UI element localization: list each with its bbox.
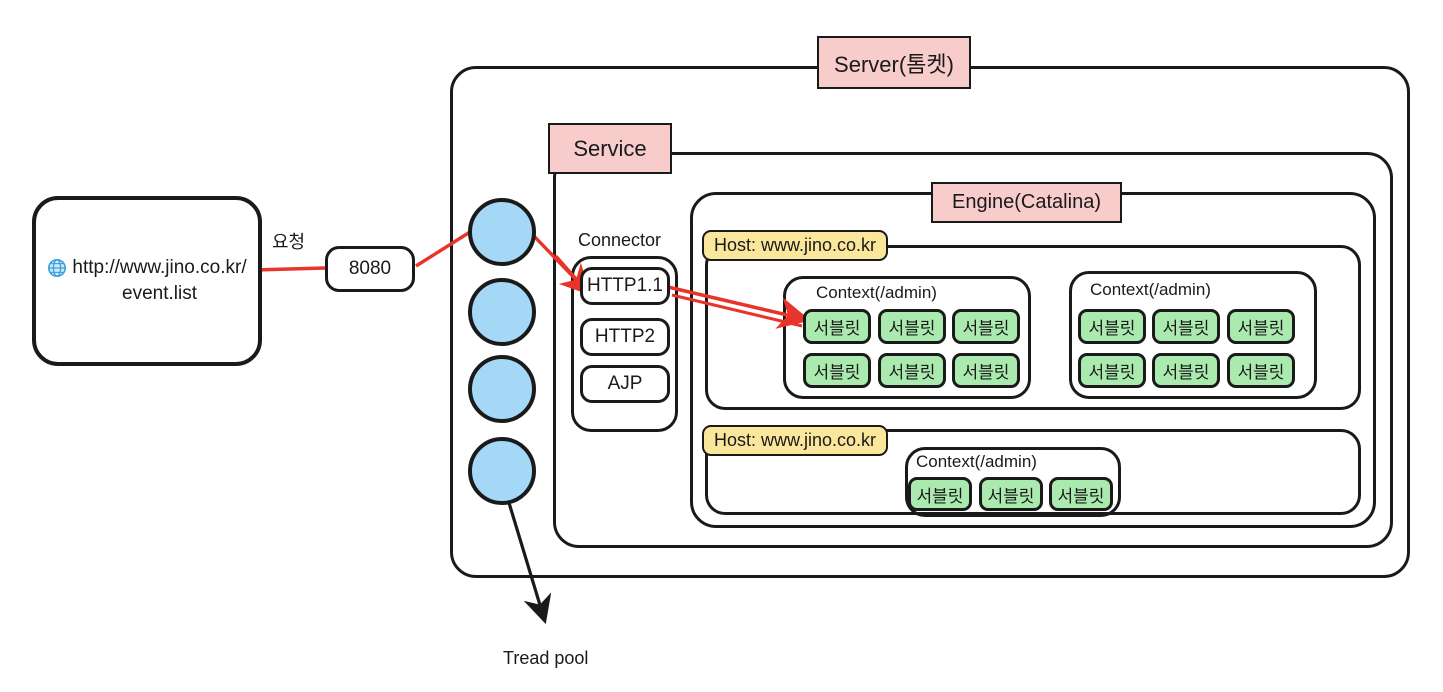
- context-container-1a: [783, 276, 1031, 399]
- servlet-chip[interactable]: 서블릿: [803, 353, 871, 388]
- context-container-2a: [905, 447, 1121, 517]
- globe-icon: [47, 258, 67, 283]
- host-tag-1: Host: www.jino.co.kr: [702, 230, 888, 261]
- connector-label: Connector: [578, 230, 662, 250]
- host-tag-2: Host: www.jino.co.kr: [702, 425, 888, 456]
- servlet-chip[interactable]: 서블릿: [1152, 353, 1220, 388]
- service-container: [553, 152, 1393, 548]
- connector-protocol-http2[interactable]: HTTP2: [580, 318, 670, 356]
- servlet-chip[interactable]: 서블릿: [1049, 477, 1113, 511]
- servlet-chip[interactable]: 서블릿: [878, 309, 946, 344]
- servlet-chip[interactable]: 서블릿: [979, 477, 1043, 511]
- connector-protocol-http11[interactable]: HTTP1.1: [580, 267, 670, 305]
- context-label-2a: Context(/admin): [916, 452, 1037, 471]
- client-url-box: http://www.jino.co.kr/event.list: [32, 196, 262, 366]
- servlet-chip[interactable]: 서블릿: [952, 309, 1020, 344]
- servlet-chip[interactable]: 서블릿: [1227, 309, 1295, 344]
- servlet-chip[interactable]: 서블릿: [878, 353, 946, 388]
- thread-pool-label: Tread pool: [503, 648, 589, 668]
- port-box: 8080: [325, 246, 415, 292]
- thread-circle: [468, 278, 536, 346]
- context-label-1b: Context(/admin): [1090, 280, 1211, 299]
- servlet-chip[interactable]: 서블릿: [1152, 309, 1220, 344]
- thread-circle: [468, 437, 536, 505]
- servlet-chip[interactable]: 서블릿: [1227, 353, 1295, 388]
- servlet-chip[interactable]: 서블릿: [952, 353, 1020, 388]
- connector-container: [571, 256, 678, 432]
- connector-protocol-ajp[interactable]: AJP: [580, 365, 670, 403]
- servlet-chip[interactable]: 서블릿: [908, 477, 972, 511]
- flow-client-to-port: [253, 266, 326, 272]
- service-tag: Service: [548, 123, 672, 174]
- engine-tag: Engine(Catalina): [931, 182, 1122, 223]
- client-url-text: http://www.jino.co.kr/event.list: [72, 257, 247, 304]
- thread-circle: [468, 355, 536, 423]
- server-tag: Server(톰켓): [817, 36, 971, 89]
- context-label-1a: Context(/admin): [816, 283, 937, 302]
- request-label: 요청: [272, 232, 306, 252]
- thread-circle: [468, 198, 536, 266]
- servlet-chip[interactable]: 서블릿: [1078, 353, 1146, 388]
- servlet-chip[interactable]: 서블릿: [1078, 309, 1146, 344]
- context-container-1b: [1069, 271, 1317, 399]
- servlet-chip[interactable]: 서블릿: [803, 309, 871, 344]
- host-container-1: [705, 245, 1361, 410]
- host-container-2: [705, 429, 1361, 515]
